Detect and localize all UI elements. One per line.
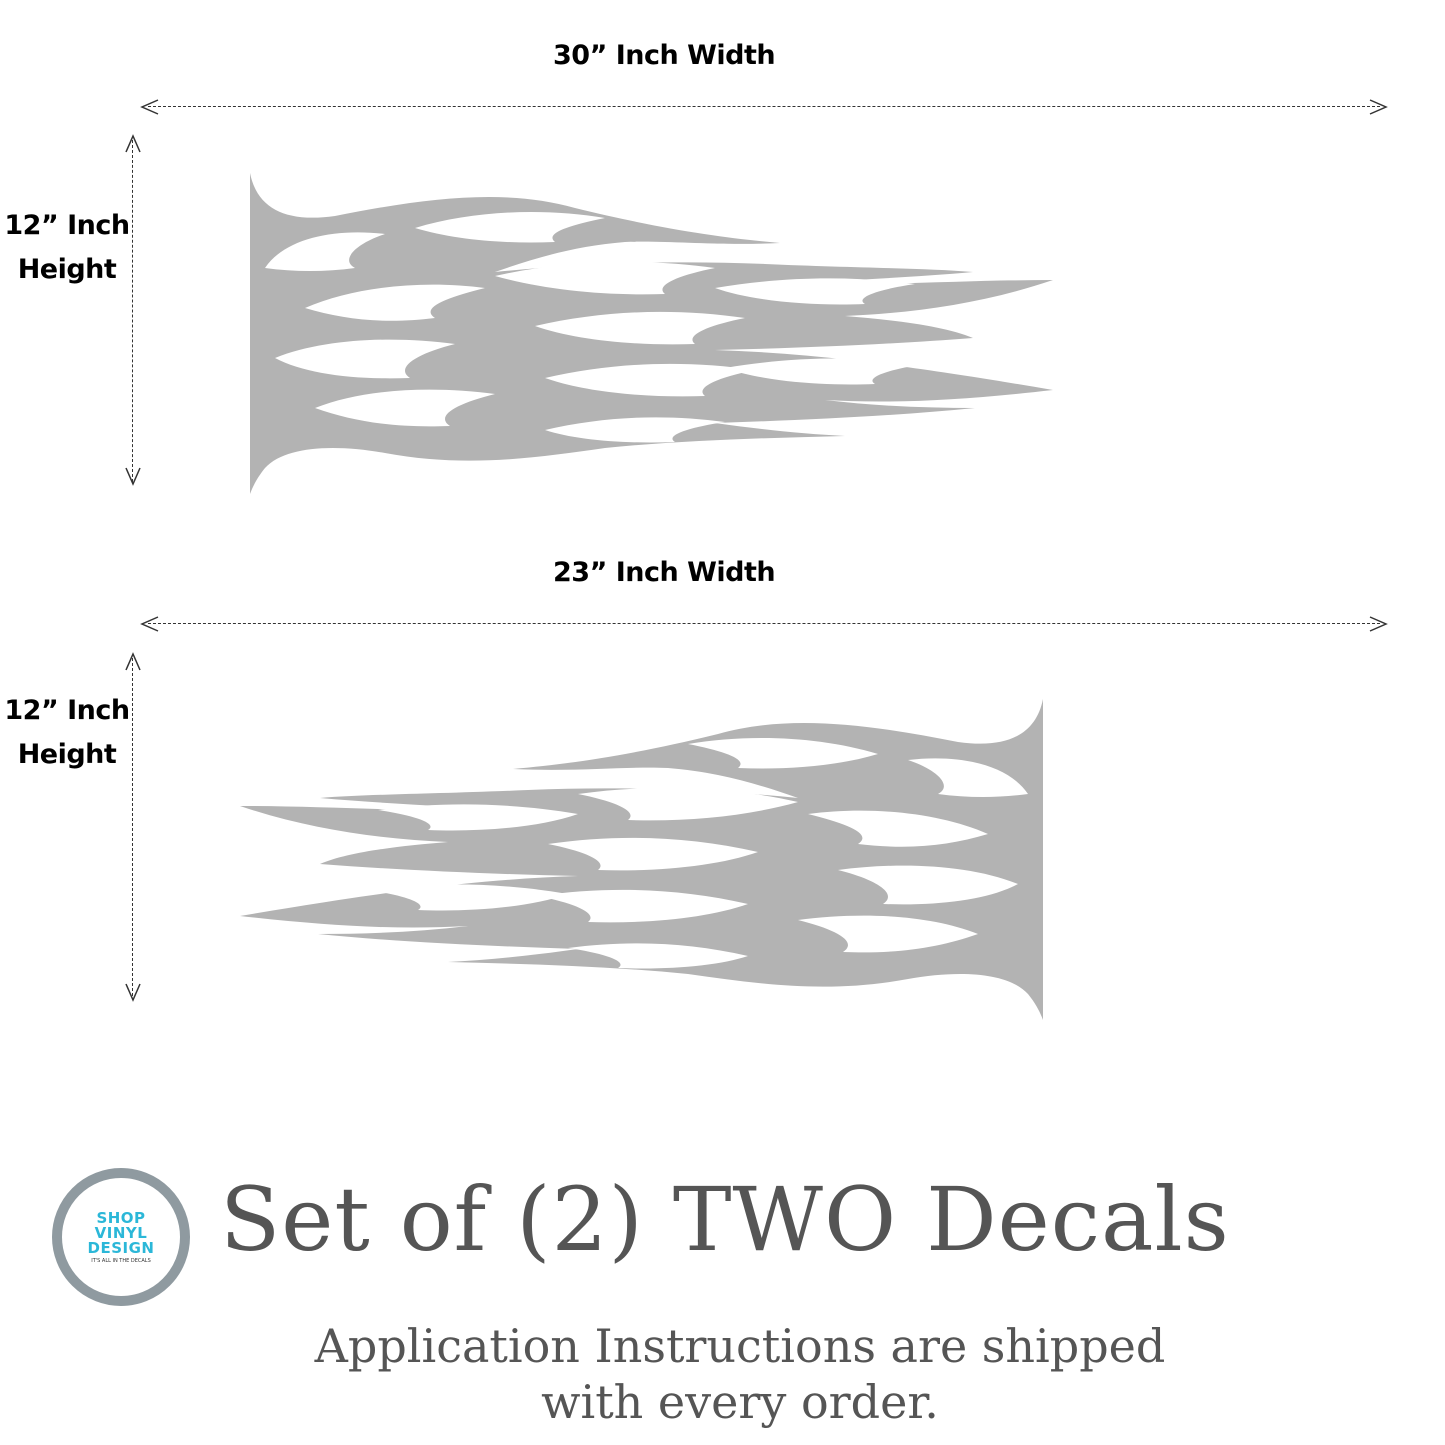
shop-vinyl-design-logo: SHOP VINYL DESIGN IT'S ALL IN THE DECALS (52, 1168, 190, 1306)
logo-word-shop: SHOP (96, 1208, 146, 1227)
arrow-left-icon (140, 616, 159, 632)
application-note-line1: Application Instructions are shipped (314, 1319, 1166, 1373)
bottom-width-label: 23” Inch Width (553, 557, 776, 588)
top-flame-decal (250, 173, 1053, 494)
application-note: Application Instructions are shipped wit… (260, 1318, 1220, 1430)
logo-word-design: DESIGN (87, 1238, 155, 1257)
bottom-height-label-line1: 12” Inch (4, 695, 130, 726)
arrow-right-icon (1369, 616, 1388, 632)
top-width-dimension-line (148, 106, 1380, 107)
top-height-label-line2: Height (17, 254, 117, 285)
bottom-flame-decal (240, 699, 1043, 1020)
bottom-height-label-line2: Height (17, 739, 117, 770)
bottom-height-dimension-line (132, 658, 133, 996)
arrow-right-icon (1369, 99, 1388, 115)
logo-word-vinyl: VINYL (94, 1223, 148, 1242)
logo-ring (52, 1168, 190, 1306)
arrow-down-icon (125, 983, 141, 1002)
top-height-label-line1: 12” Inch (4, 210, 130, 241)
bottom-width-dimension-line (148, 623, 1380, 624)
arrow-up-icon (125, 134, 141, 153)
bottom-height-label: 12” Inch Height (4, 689, 130, 777)
product-title: Set of (2) TWO Decals (220, 1168, 1230, 1271)
logo-tagline: IT'S ALL IN THE DECALS (91, 1257, 151, 1264)
top-height-label: 12” Inch Height (4, 204, 130, 292)
arrow-down-icon (125, 467, 141, 486)
top-height-dimension-line (132, 140, 133, 482)
logo-inner: SHOP VINYL DESIGN IT'S ALL IN THE DECALS (66, 1182, 176, 1292)
top-width-label: 30” Inch Width (553, 40, 776, 71)
arrow-left-icon (140, 99, 159, 115)
arrow-up-icon (125, 652, 141, 671)
application-note-line2: with every order. (541, 1375, 939, 1429)
